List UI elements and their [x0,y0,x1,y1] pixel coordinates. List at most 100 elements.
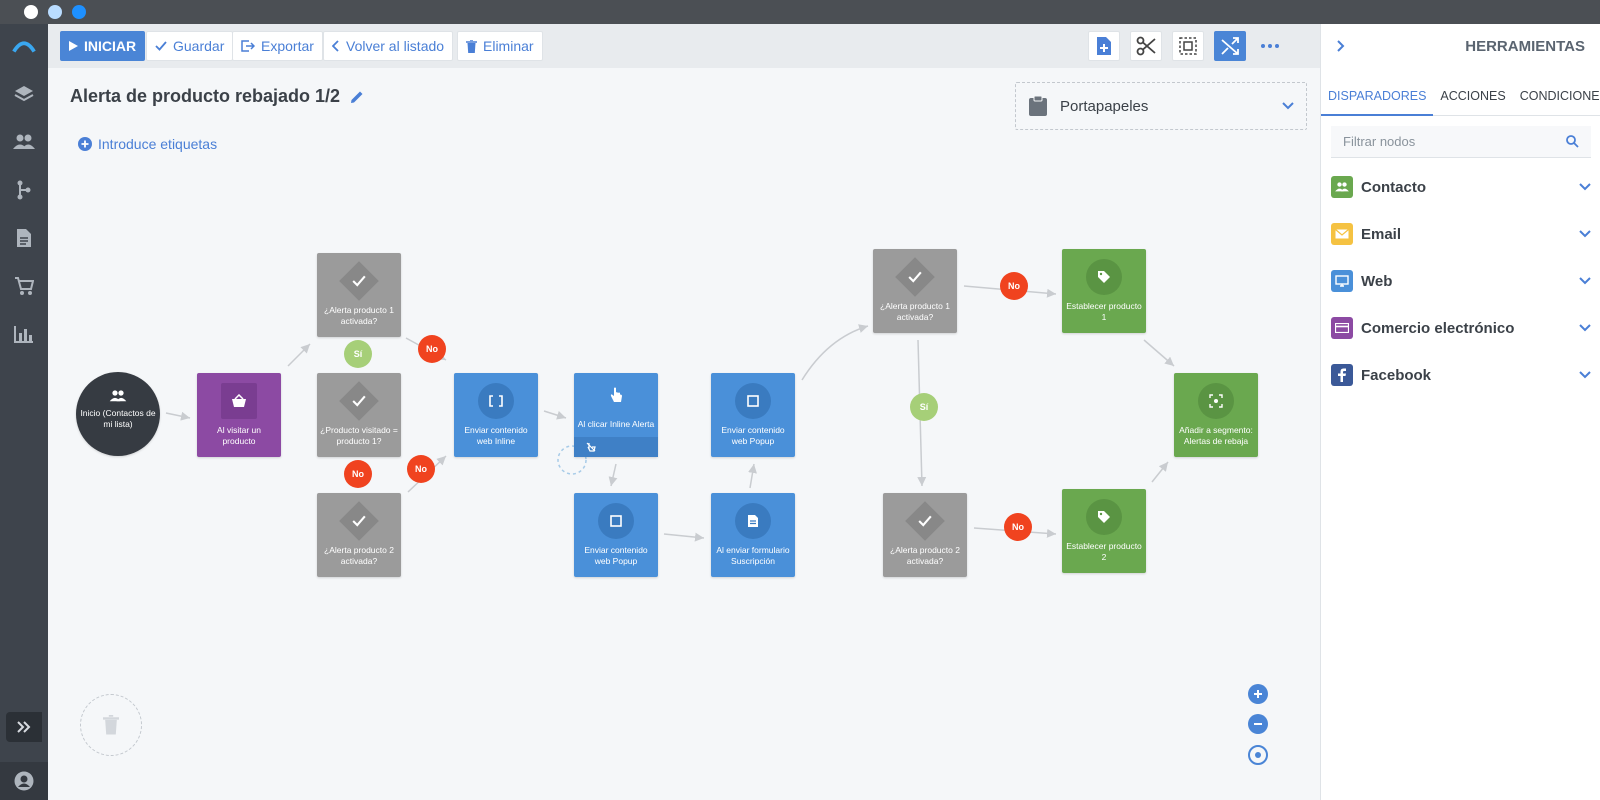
export-icon [241,40,255,52]
layers-icon[interactable] [12,82,36,106]
scissors-icon [1136,36,1156,56]
chevron-down-icon [1282,102,1294,110]
clipboard-label: Portapapeles [1060,97,1149,115]
clipboard-icon [1029,95,1047,116]
more-options-button[interactable] [1254,31,1286,61]
node-footer [574,437,658,457]
back-to-list-button[interactable]: Volver al listado [323,31,454,61]
branch-no-badge: No [344,460,372,488]
brand-logo-icon[interactable] [12,34,36,58]
form-document-icon [735,503,771,539]
node-condition-alert1-b[interactable]: ¿Alerta producto 1 activada? [873,249,957,333]
select-area-button[interactable] [1172,31,1204,61]
flow-title-text: Alerta de producto rebajado 1/2 [70,86,341,106]
node-condition-visited-eq[interactable]: ¿Producto visitado = producto 1? [317,373,401,457]
chevron-down-icon [1579,324,1591,332]
node-condition-alert2-b[interactable]: ¿Alerta producto 2 activada? [883,493,967,577]
category-facebook[interactable]: Facebook [1331,362,1591,388]
tools-tabs: DISPARADORES ACCIONES CONDICIONES [1321,80,1600,116]
node-click-inline[interactable]: Al clicar Inline Alerta [574,373,658,457]
user-account-button[interactable] [0,762,48,800]
trash-drop-zone[interactable] [80,694,142,756]
window-maximize-dot[interactable] [72,5,86,19]
flow-canvas[interactable]: Alerta de producto rebajado 1/2 Introduc… [48,68,1320,800]
branch-no-badge: No [407,455,435,483]
search-icon [1566,135,1579,148]
window-close-dot[interactable] [24,5,38,19]
back-to-list-label: Volver al listado [346,38,445,54]
branch-yes-badge: Sí [910,393,938,421]
delete-button[interactable]: Eliminar [457,31,543,61]
tag-icon [1086,259,1122,295]
zoom-in-button[interactable] [1248,684,1268,704]
zoom-out-button[interactable] [1248,714,1268,734]
pointer-hand-icon [598,377,634,413]
add-tags-link[interactable]: Introduce etiquetas [78,136,217,152]
tab-conditions[interactable]: CONDICIONES [1519,89,1600,103]
category-label: Email [1361,225,1402,243]
save-button[interactable]: Guardar [146,31,234,61]
node-label: ¿Alerta producto 2 activada? [890,545,960,567]
node-visit-product[interactable]: Al visitar un producto [197,373,281,457]
main-sidebar [0,24,48,800]
node-set-product-2[interactable]: Establecer producto 2 [1062,489,1146,573]
monitor-icon [1331,270,1353,292]
node-condition-alert2-a[interactable]: ¿Alerta producto 2 activada? [317,493,401,577]
pencil-edit-icon[interactable] [350,90,364,104]
node-send-popup-b[interactable]: Enviar contenido web Popup [711,373,795,457]
filter-nodes-input[interactable]: Filtrar nodos [1331,126,1591,158]
email-icon [1331,223,1353,245]
node-label: Establecer producto 2 [1066,541,1142,563]
category-label: Contacto [1361,178,1426,196]
card-icon [1331,317,1353,339]
cart-icon[interactable] [12,274,36,298]
export-button[interactable]: Exportar [232,31,323,61]
check-icon [339,261,379,301]
node-add-segment[interactable]: Añadir a segmento: Alertas de rebaja [1174,373,1258,457]
node-form-submit[interactable]: Al enviar formulario Suscripción [711,493,795,577]
shuffle-icon [1221,37,1239,55]
contacts-icon[interactable] [12,130,36,154]
category-contact[interactable]: Contacto [1331,174,1591,200]
plus-circle-icon [78,137,92,151]
node-set-product-1[interactable]: Establecer producto 1 [1062,249,1146,333]
auto-layout-button[interactable] [1214,31,1246,61]
tab-actions[interactable]: ACCIONES [1440,89,1506,103]
chevron-down-icon [1579,230,1591,238]
play-icon [69,41,78,51]
start-button[interactable]: INICIAR [60,31,146,61]
target-icon [1255,752,1261,758]
center-view-button[interactable] [1248,745,1268,765]
document-icon[interactable] [12,226,36,250]
category-web[interactable]: Web [1331,268,1591,294]
tools-panel: HERRAMIENTAS DISPARADORES ACCIONES CONDI… [1320,24,1600,800]
node-send-popup-a[interactable]: Enviar contenido web Popup [574,493,658,577]
chevron-down-icon [1579,371,1591,379]
shopping-basket-icon [221,383,257,419]
add-page-button[interactable] [1088,31,1120,61]
trash-icon [466,39,477,53]
clipboard-dropdown[interactable]: Portapapeles [1015,82,1307,130]
category-label: Comercio electrónico [1361,319,1515,337]
node-label: ¿Alerta producto 1 activada? [880,301,950,323]
window-minimize-dot[interactable] [48,5,62,19]
save-button-label: Guardar [173,38,225,54]
bar-chart-icon[interactable] [12,322,36,346]
expand-sidebar-button[interactable] [6,712,42,742]
node-label: Al enviar formulario Suscripción [716,545,790,567]
category-email[interactable]: Email [1331,221,1591,247]
popup-square-icon [598,503,634,539]
node-send-inline[interactable]: Enviar contenido web Inline [454,373,538,457]
chevron-right-icon[interactable] [1337,40,1345,52]
workflow-icon[interactable] [12,178,36,202]
double-chevron-right-icon [17,721,31,733]
node-label: Enviar contenido web Popup [584,545,648,567]
cut-button[interactable] [1130,31,1162,61]
check-icon [155,41,167,51]
add-tags-label: Introduce etiquetas [98,136,218,152]
node-condition-alert1-a[interactable]: ¿Alerta producto 1 activada? [317,253,401,337]
node-start[interactable]: Inicio (Contactos de mi lista) [76,372,160,456]
branch-yes-badge: Sí [344,340,372,368]
category-ecommerce[interactable]: Comercio electrónico [1331,315,1591,341]
tab-triggers[interactable]: DISPARADORES [1321,80,1434,116]
